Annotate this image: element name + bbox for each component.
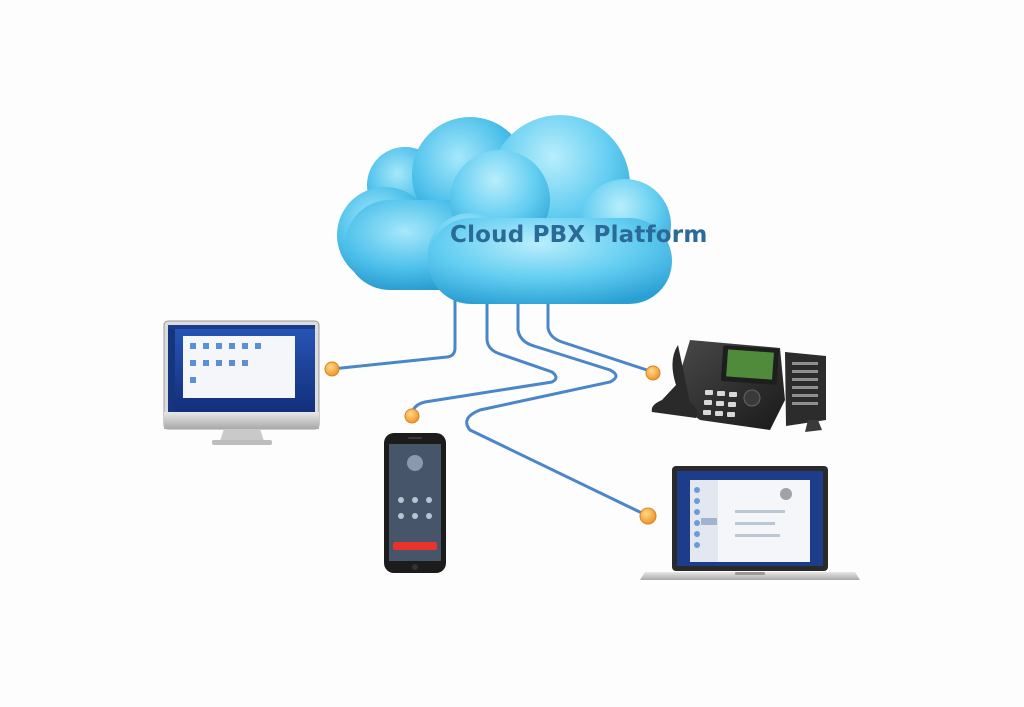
- cable-to-laptop: [465, 298, 650, 518]
- cable-to-desk-phone: [546, 298, 655, 374]
- cables: [330, 298, 655, 518]
- node-smartphone: [404, 408, 420, 424]
- cable-to-smartphone: [410, 298, 558, 418]
- desktop-monitor-icon: [163, 320, 320, 445]
- cloud-front: [428, 115, 672, 304]
- laptop-icon: [640, 466, 860, 580]
- cloud: [337, 115, 672, 304]
- connection-nodes: [324, 361, 661, 525]
- node-laptop: [639, 507, 657, 525]
- ip-desk-phone-icon: [651, 340, 826, 432]
- cable-to-desktop: [330, 298, 457, 371]
- node-desk-phone: [645, 365, 661, 381]
- node-desktop: [324, 361, 340, 377]
- cloud-title: Cloud PBX Platform: [450, 222, 708, 248]
- smartphone-icon: [384, 433, 446, 573]
